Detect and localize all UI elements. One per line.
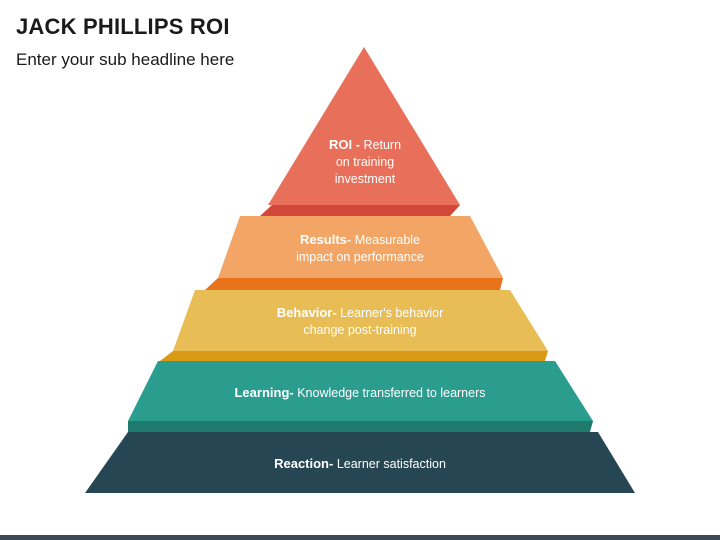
label-roi-line3: investment [334,172,396,186]
label-behavior: Behavior- Learner's behavior change post… [250,304,470,339]
label-behavior-line1: Learner's behavior [340,306,444,320]
pyramid-fold-roi [260,205,460,216]
label-learning-line1: Knowledge transferred to learners [297,386,486,400]
footer-bar [0,535,720,540]
pyramid-level-results [218,216,503,278]
label-results-line2: impact on performance [296,250,424,264]
pyramid-fold-results [205,278,503,290]
label-reaction-name: Reaction- [274,456,334,471]
pyramid-level-learning [128,361,593,421]
label-reaction-line1: Learner satisfaction [336,457,446,471]
label-behavior-line2: change post-training [303,323,417,337]
pyramid-level-reaction [85,432,635,493]
label-roi-line2: on training [335,155,395,169]
label-results-name: Results- [299,232,352,247]
label-results: Results- Measurable impact on performanc… [260,231,460,266]
label-learning-name: Learning- [234,385,294,400]
label-roi: ROI - Return on training investment [300,136,430,188]
label-roi-line1: Return [363,138,402,152]
label-results-line1: Measurable [354,233,421,247]
page-title: JACK PHILLIPS ROI [16,14,230,39]
label-learning: Learning- Knowledge transferred to learn… [190,384,530,402]
pyramid-fold-behavior [160,351,548,361]
label-reaction: Reaction- Learner satisfaction [210,455,510,473]
label-roi-name: ROI - [328,137,361,152]
pyramid-level-behavior [173,290,548,351]
pyramid-fold-learning [128,421,593,432]
pyramid-level-roi [268,47,460,205]
page-subtitle: Enter your sub headline here [16,50,235,69]
label-behavior-name: Behavior- [276,305,337,320]
